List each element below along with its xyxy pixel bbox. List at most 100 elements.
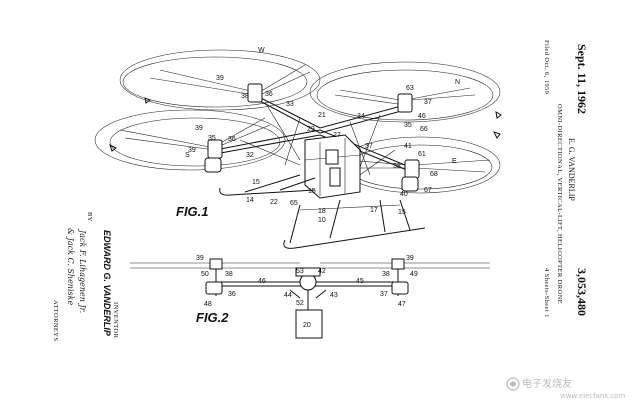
ref-17: 17 [370, 207, 378, 214]
ref-33: 33 [286, 101, 294, 108]
inventor-credits-block: INVENTOR EDWARD G. VANDERLIP BY Jack F. … [52, 212, 119, 341]
ref-32: 32 [246, 152, 254, 159]
fig2-ref-36: 36 [228, 291, 236, 298]
by-label: BY [86, 212, 93, 222]
ref-65: 65 [290, 200, 298, 207]
fig2-ref-46: 46 [258, 278, 266, 285]
patent-title: OMNI-DIRECTIONAL, VERTICAL-LIFT, HELICOP… [556, 104, 563, 304]
ref-15-c: 15 [398, 209, 406, 216]
fig2-ref-37: 37 [380, 291, 388, 298]
inventor-label: INVENTOR [112, 302, 119, 339]
ref-37: 37 [424, 99, 432, 106]
central-payload-body [304, 134, 361, 199]
ref-36: 36 [265, 91, 273, 98]
fig1-reference-numerals: 39 36 38 33 34 21 63 37 46 66 35 29 27 3… [185, 47, 460, 224]
patent-inventor-short: E. G. VANDERLIP [567, 138, 576, 201]
fig2-reference-numerals: 39 50 38 53 42 39 38 49 46 45 48 36 44 5… [196, 255, 418, 329]
fig2-ref-53: 53 [296, 268, 304, 275]
inventor-name: EDWARD G. VANDERLIP [102, 230, 112, 337]
fig2-payload-box [295, 309, 323, 339]
motor-east [401, 176, 419, 192]
ref-22: 22 [270, 199, 278, 206]
ref-27: 27 [333, 132, 341, 139]
patent-sheet-count: 4 Sheets-Sheet 1 [543, 268, 550, 318]
figure-1-label: FIG.1 [176, 204, 209, 219]
watermark: 电子发烧友 www.elecfans.com [506, 377, 625, 400]
fig2-center-block [295, 267, 321, 277]
fig2-ref-45: 45 [356, 278, 364, 285]
fig2-ref-43: 43 [330, 292, 338, 299]
patent-header-block: Sept. 11, 1962 E. G. VANDERLIP 3,053,480… [543, 40, 589, 318]
ref-35-b: 35 [208, 135, 216, 142]
ref-29: 29 [307, 126, 315, 133]
patent-filed-date: Filed Oct. 6, 1959 [543, 40, 550, 94]
fig2-ref-39-b: 39 [406, 255, 414, 262]
ref-63: 63 [406, 85, 414, 92]
ref-10: 10 [318, 217, 326, 224]
ref-direction-w: W [258, 47, 265, 54]
ref-37-b: 37 [365, 143, 373, 150]
ref-46: 46 [418, 113, 426, 120]
ref-18: 18 [318, 208, 326, 215]
hub-south [207, 139, 223, 159]
ref-41: 41 [404, 143, 412, 150]
watermark-logo-icon [506, 377, 520, 391]
fig2-ref-47: 47 [398, 301, 406, 308]
hub-north [397, 93, 413, 113]
ref-38: 38 [241, 93, 249, 100]
ref-68: 68 [430, 171, 438, 178]
fig2-ref-20: 20 [303, 322, 311, 329]
landing-skids [219, 174, 426, 249]
attorney-signature-1: Jack F. Lihagenen Jr. [78, 228, 87, 313]
ref-36-b: 36 [228, 136, 236, 143]
ref-39-b: 39 [195, 125, 203, 132]
rotor-disc-south [94, 109, 286, 171]
ref-67: 67 [424, 187, 432, 194]
ref-38-b: 38 [393, 163, 401, 170]
ref-15-b: 15 [308, 188, 316, 195]
ref-35: 35 [404, 122, 412, 129]
rotor-hubs [204, 83, 420, 192]
ref-21: 21 [318, 112, 326, 119]
ref-15: 15 [252, 179, 260, 186]
ref-39: 39 [216, 75, 224, 82]
ref-direction-s: S [185, 152, 190, 159]
rotor-disc-east [339, 136, 501, 194]
attorneys-label: ATTORNEYS [52, 300, 59, 341]
figure-1-perspective-drone: 39 36 38 33 34 21 63 37 46 66 35 29 27 3… [94, 47, 502, 249]
figure-2-front-view: 39 50 38 53 42 39 38 49 46 45 48 36 44 5… [130, 255, 490, 339]
fig2-ref-48: 48 [204, 301, 212, 308]
patent-date: Sept. 11, 1962 [575, 44, 589, 114]
attorney-signature-2: & Jack C. Sheniske [66, 228, 75, 305]
rotation-arrow-2 [144, 97, 152, 104]
fig2-motor-left [205, 281, 223, 295]
rotor-disc-north-2 [316, 69, 494, 121]
fig2-ref-44: 44 [284, 292, 292, 299]
fig2-ref-50: 50 [201, 271, 209, 278]
hub-east [404, 159, 420, 179]
fig2-ref-49: 49 [410, 271, 418, 278]
fig2-ref-42: 42 [318, 268, 326, 275]
hub-west [247, 83, 263, 103]
fig2-hub-left [209, 258, 223, 270]
fig2-ref-38: 38 [225, 271, 233, 278]
patent-number: 3,053,480 [575, 268, 589, 316]
fig2-ref-52: 52 [296, 300, 304, 307]
fig2-hub-right [391, 258, 405, 270]
fig2-motor-right [391, 281, 409, 295]
ref-14: 14 [246, 197, 254, 204]
ref-direction-n: N [455, 79, 460, 86]
rotation-arrow-3 [493, 131, 501, 139]
ref-direction-e: E [452, 158, 457, 165]
ref-34: 34 [357, 113, 365, 120]
watermark-text: 电子发烧友 [522, 377, 572, 390]
rotation-arrow-4 [495, 111, 502, 119]
ref-66: 66 [420, 126, 428, 133]
figure-2-label: FIG.2 [196, 310, 229, 325]
rotor-disc-north [309, 61, 501, 123]
rotation-arrow-1 [109, 144, 117, 152]
ref-40: 40 [400, 191, 408, 198]
watermark-url: www.elecfans.com [560, 392, 625, 400]
ref-39-c: 39 [188, 147, 196, 154]
